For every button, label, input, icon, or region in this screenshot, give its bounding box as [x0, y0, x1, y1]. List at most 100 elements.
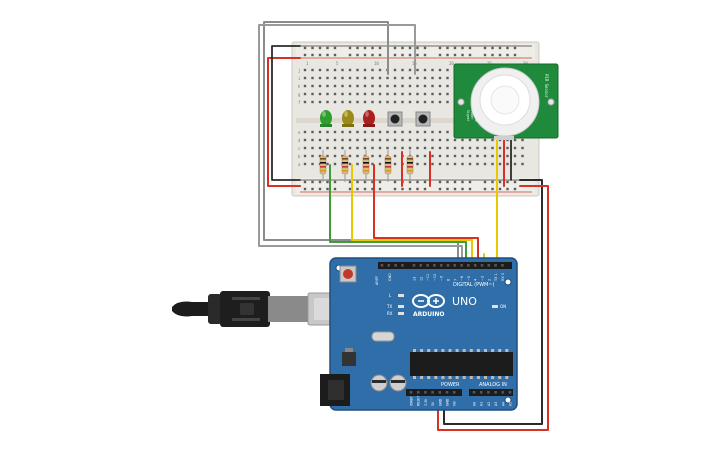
breadboard-hole[interactable]	[378, 162, 382, 166]
breadboard-hole[interactable]	[326, 76, 329, 80]
breadboard-hole[interactable]	[438, 84, 442, 88]
breadboard-hole[interactable]	[416, 138, 419, 142]
breadboard-hole[interactable]	[483, 138, 487, 142]
rail-hole[interactable]	[311, 187, 314, 191]
breadboard-hole[interactable]	[393, 130, 397, 134]
wire-red-left-rail[interactable]	[267, 57, 301, 187]
rail-hole[interactable]	[348, 180, 352, 184]
rail-hole[interactable]	[453, 187, 457, 191]
rail-hole[interactable]	[318, 46, 322, 50]
breadboard-hole[interactable]	[363, 146, 367, 150]
rail-hole[interactable]	[401, 53, 404, 57]
breadboard-hole[interactable]	[423, 84, 427, 88]
rail-hole[interactable]	[491, 187, 494, 191]
breadboard-hole[interactable]	[348, 76, 352, 80]
breadboard-hole[interactable]	[356, 84, 359, 88]
breadboard-hole[interactable]	[513, 146, 517, 150]
rail-hole[interactable]	[393, 187, 397, 191]
breadboard-hole[interactable]	[363, 76, 367, 80]
breadboard-hole[interactable]	[483, 146, 487, 150]
breadboard-hole[interactable]	[303, 146, 307, 150]
rail-hole[interactable]	[378, 53, 382, 57]
breadboard-hole[interactable]	[393, 100, 397, 104]
breadboard-hole[interactable]	[438, 154, 442, 158]
rail-hole[interactable]	[483, 53, 487, 57]
breadboard-hole[interactable]	[513, 162, 517, 166]
breadboard-hole[interactable]	[363, 138, 367, 142]
header-socket[interactable]	[508, 391, 512, 394]
breadboard-hole[interactable]	[311, 68, 314, 72]
header-socket[interactable]	[401, 264, 404, 267]
breadboard-hole[interactable]	[348, 130, 352, 134]
rail-hole[interactable]	[378, 187, 382, 191]
breadboard-hole[interactable]	[393, 154, 397, 158]
wire-gray-2[interactable]	[258, 24, 463, 263]
rail-hole[interactable]	[423, 53, 427, 57]
breadboard-hole[interactable]	[446, 92, 449, 96]
header-socket[interactable]	[479, 391, 483, 394]
rail-hole[interactable]	[468, 187, 472, 191]
rail-hole[interactable]	[506, 180, 509, 184]
breadboard-hole[interactable]	[491, 162, 494, 166]
breadboard-hole[interactable]	[311, 92, 314, 96]
header-socket[interactable]	[431, 391, 434, 394]
breadboard-hole[interactable]	[356, 130, 359, 134]
resistor-icon[interactable]	[384, 150, 392, 182]
breadboard-hole[interactable]	[341, 92, 344, 96]
rail-hole[interactable]	[303, 46, 307, 50]
breadboard-hole[interactable]	[431, 154, 434, 158]
breadboard-hole[interactable]	[453, 138, 457, 142]
breadboard-hole[interactable]	[371, 146, 374, 150]
breadboard-hole[interactable]	[416, 146, 419, 150]
header-socket[interactable]	[453, 264, 457, 267]
rail-hole[interactable]	[326, 46, 329, 50]
header-socket[interactable]	[452, 391, 456, 394]
breadboard-hole[interactable]	[356, 100, 359, 104]
breadboard-hole[interactable]	[348, 92, 352, 96]
pir-sensor[interactable]: PIR Sensor Signal Power Ground	[453, 63, 559, 140]
rail-hole[interactable]	[461, 46, 464, 50]
wire-black-left-rail[interactable]	[271, 45, 301, 181]
pushbutton-1[interactable]	[387, 111, 403, 127]
breadboard-hole[interactable]	[386, 92, 389, 96]
breadboard-hole[interactable]	[318, 100, 322, 104]
rail-hole[interactable]	[446, 53, 449, 57]
breadboard-hole[interactable]	[333, 92, 337, 96]
breadboard-hole[interactable]	[468, 162, 472, 166]
breadboard-hole[interactable]	[311, 146, 314, 150]
breadboard-hole[interactable]	[386, 100, 389, 104]
rail-hole[interactable]	[438, 187, 442, 191]
breadboard-hole[interactable]	[416, 154, 419, 158]
rail-hole[interactable]	[416, 187, 419, 191]
breadboard-hole[interactable]	[498, 154, 502, 158]
rail-hole[interactable]	[438, 46, 442, 50]
breadboard-hole[interactable]	[356, 92, 359, 96]
rail-hole[interactable]	[303, 180, 307, 184]
breadboard-hole[interactable]	[311, 138, 314, 142]
breadboard-hole[interactable]	[401, 68, 404, 72]
breadboard-hole[interactable]	[438, 76, 442, 80]
header-socket[interactable]	[473, 264, 477, 267]
breadboard-hole[interactable]	[333, 138, 337, 142]
breadboard-hole[interactable]	[326, 130, 329, 134]
rail-hole[interactable]	[438, 53, 442, 57]
rail-hole[interactable]	[491, 180, 494, 184]
rail-hole[interactable]	[363, 53, 367, 57]
rail-hole[interactable]	[326, 180, 329, 184]
header-socket[interactable]	[480, 264, 484, 267]
breadboard-hole[interactable]	[333, 162, 337, 166]
breadboard-hole[interactable]	[303, 138, 307, 142]
breadboard-hole[interactable]	[333, 154, 337, 158]
header-socket[interactable]	[446, 264, 450, 267]
breadboard-hole[interactable]	[356, 162, 359, 166]
breadboard-hole[interactable]	[468, 154, 472, 158]
breadboard-hole[interactable]	[408, 68, 412, 72]
rail-hole[interactable]	[446, 180, 449, 184]
rail-hole[interactable]	[378, 180, 382, 184]
rail-hole[interactable]	[506, 46, 509, 50]
breadboard-hole[interactable]	[513, 154, 517, 158]
breadboard-hole[interactable]	[371, 130, 374, 134]
breadboard-hole[interactable]	[468, 138, 472, 142]
header-socket[interactable]	[439, 264, 443, 267]
header-socket[interactable]	[424, 391, 427, 394]
